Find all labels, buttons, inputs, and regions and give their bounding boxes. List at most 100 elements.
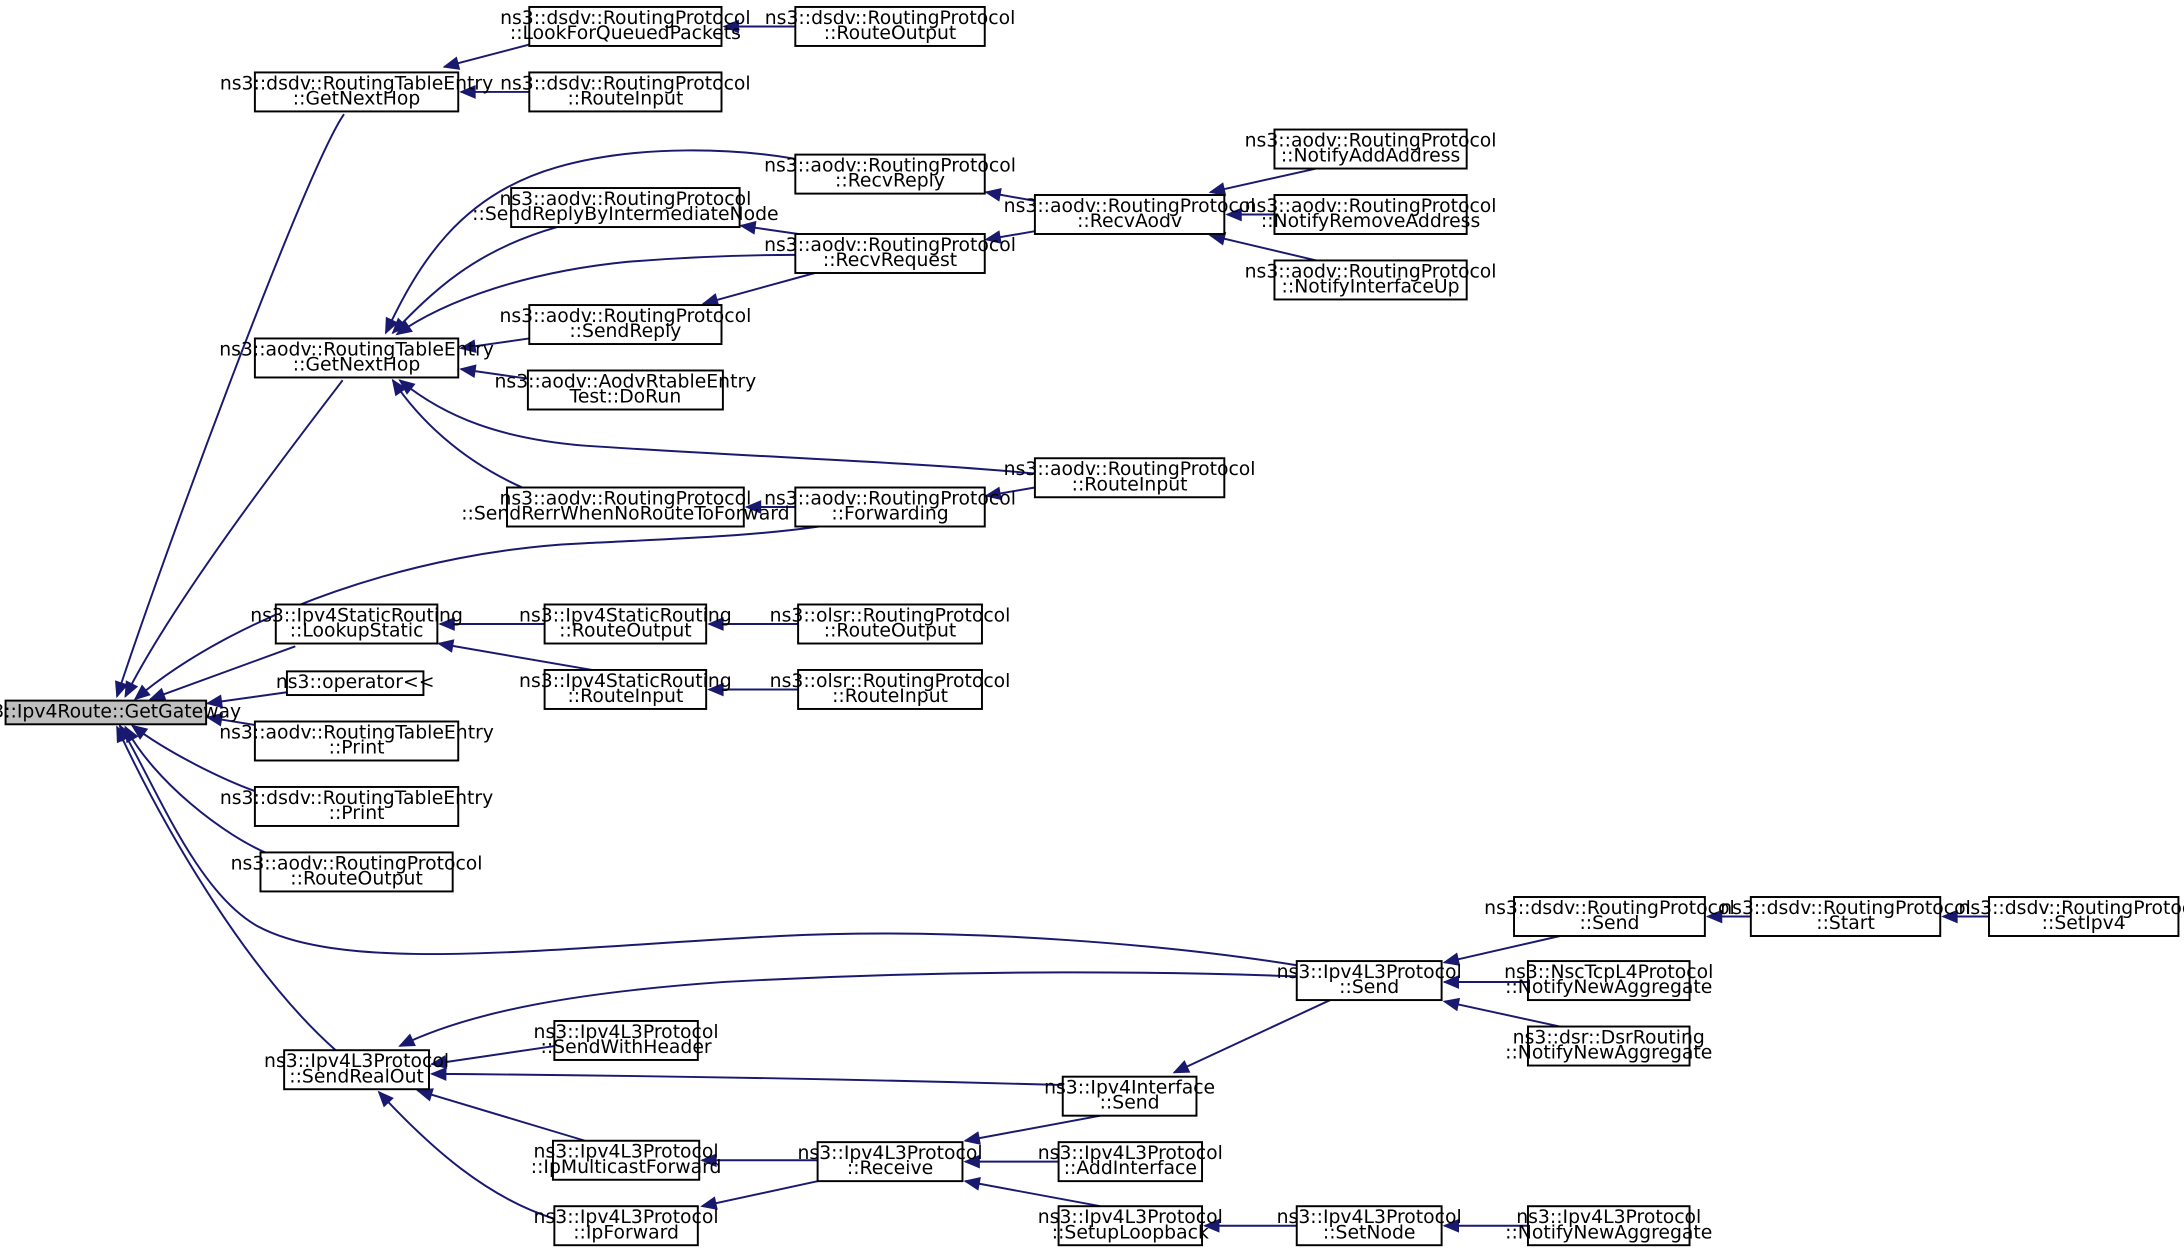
arrowhead bbox=[124, 680, 139, 699]
node-l3-setuploopback[interactable]: ns3::Ipv4L3Protocol::SetupLoopback bbox=[1038, 1205, 1223, 1247]
node-operator[interactable]: ns3::operator<< bbox=[276, 670, 435, 697]
node-dsdv-rte-print[interactable]: ns3::dsdv::RoutingTableEntry::Print bbox=[220, 785, 493, 827]
node-l3-setnode[interactable]: ns3::Ipv4L3Protocol::SetNode bbox=[1277, 1205, 1462, 1247]
node-label: ns3::Ipv4L3Protocol bbox=[797, 1143, 982, 1164]
arrowhead bbox=[395, 320, 413, 336]
node-label: ns3::Ipv4Route::GetGateway bbox=[0, 701, 241, 722]
node-aodv-forwarding[interactable]: ns3::aodv::RoutingProtocol::Forwarding bbox=[764, 486, 1016, 528]
node-label: ns3::dsdv::RoutingProtocol bbox=[1720, 898, 1971, 919]
node-olsr-routeinput[interactable]: ns3::olsr::RoutingProtocol::RouteInput bbox=[770, 668, 1011, 710]
node-label: ::RouteInput bbox=[567, 686, 683, 707]
node-box bbox=[1295, 1205, 1443, 1247]
node-dsdv-rte-gnh[interactable]: ns3::dsdv::RoutingTableEntry::GetNextHop bbox=[220, 71, 493, 113]
node-aodv-sendreply[interactable]: ns3::aodv::RoutingProtocol::SendReply bbox=[499, 304, 751, 346]
node-aodv-sendreplybyint[interactable]: ns3::aodv::RoutingProtocol::SendReplyByI… bbox=[472, 187, 779, 229]
arrowhead bbox=[130, 724, 149, 740]
node-l3-sendwithheader[interactable]: ns3::Ipv4L3Protocol::SendWithHeader bbox=[534, 1019, 719, 1061]
node-label: ::NotifyNewAggregate bbox=[1505, 1043, 1712, 1064]
edge-static_routeoutput-to-olsr_routeoutput bbox=[707, 617, 799, 631]
node-label: ns3::dsdv::RoutingProtocol bbox=[500, 73, 751, 94]
node-iface-send[interactable]: ns3::Ipv4Interface::Send bbox=[1044, 1075, 1215, 1117]
edge-line bbox=[396, 253, 796, 336]
node-label: ns3::aodv::RoutingTableEntry bbox=[219, 339, 494, 360]
node-label: ::NotifyInterfaceUp bbox=[1282, 276, 1460, 297]
node-box bbox=[794, 486, 986, 528]
edge-line bbox=[1444, 935, 1561, 964]
edge-line bbox=[417, 1089, 586, 1142]
node-label: ns3::NscTcpL4Protocol bbox=[1504, 962, 1713, 983]
node-box bbox=[1295, 960, 1443, 1002]
node-aodv-notifyup[interactable]: ns3::aodv::RoutingProtocol::NotifyInterf… bbox=[1245, 259, 1497, 301]
node-aodv-rp-routeoutput[interactable]: ns3::aodv::RoutingProtocol::RouteOutput bbox=[231, 851, 483, 893]
edge-l3_receive-to-l3_setuploopback bbox=[963, 1177, 1101, 1208]
node-box bbox=[1057, 1205, 1204, 1247]
node-aodv-recvaodv[interactable]: ns3::aodv::RoutingProtocol::RecvAodv bbox=[1004, 194, 1256, 235]
edge-aodv_recvaodv-to-aodv_notifyup bbox=[1208, 232, 1317, 262]
node-label: ns3::aodv::RoutingProtocol bbox=[1245, 196, 1497, 217]
edge-line bbox=[124, 379, 344, 697]
node-olsr-routeoutput[interactable]: ns3::olsr::RoutingProtocol::RouteOutput bbox=[770, 603, 1011, 645]
node-label: ns3::Ipv4L3Protocol bbox=[534, 1022, 719, 1043]
node-aodv-rte-gnh[interactable]: ns3::aodv::RoutingTableEntry::GetNextHop bbox=[219, 337, 494, 379]
node-label: ns3::olsr::RoutingProtocol bbox=[770, 671, 1011, 692]
node-label: ns3::aodv::RoutingProtocol bbox=[1004, 196, 1256, 217]
node-root[interactable]: ns3::Ipv4Route::GetGateway bbox=[0, 699, 241, 726]
edge-aodv_sendreply-to-aodv_recvrequest bbox=[701, 272, 816, 307]
node-dsdv-send[interactable]: ns3::dsdv::RoutingProtocol::Send bbox=[1484, 896, 1735, 937]
arrowhead bbox=[739, 220, 757, 235]
edge-l3_sendrealout-to-l3_send bbox=[398, 971, 1297, 1047]
node-aodv-routeinput[interactable]: ns3::aodv::RoutingProtocol::RouteInput bbox=[1004, 457, 1256, 499]
node-label: ::NotifyAddAddress bbox=[1281, 146, 1460, 167]
node-l3-addinterface[interactable]: ns3::Ipv4L3Protocol::AddInterface bbox=[1038, 1141, 1223, 1183]
node-dsdv-setipv4[interactable]: ns3::dsdv::RoutingProtocol::SetIpv4 bbox=[1958, 896, 2184, 937]
node-static-routeoutput[interactable]: ns3::Ipv4StaticRouting::RouteOutput bbox=[519, 603, 732, 645]
node-dsdv-routeinput[interactable]: ns3::dsdv::RoutingProtocol::RouteInput bbox=[500, 71, 751, 113]
node-aodv-recvrequest[interactable]: ns3::aodv::RoutingProtocol::RecvRequest bbox=[764, 233, 1016, 274]
node-dsdv-start[interactable]: ns3::dsdv::RoutingProtocol::Start bbox=[1720, 896, 1971, 937]
edge-dsdv_rte_gnh-to-dsdv_routeinput bbox=[459, 85, 530, 99]
node-dsdv-routeoutput[interactable]: ns3::dsdv::RoutingProtocol::RouteOutput bbox=[765, 5, 1016, 47]
node-l3-notifynewagg[interactable]: ns3::Ipv4L3Protocol::NotifyNewAggregate bbox=[1505, 1205, 1712, 1247]
node-box bbox=[285, 670, 425, 697]
edge-aodv_rte_gnh-to-aodv_rtabletest bbox=[459, 364, 530, 380]
node-dsdv-lfqp[interactable]: ns3::dsdv::RoutingProtocol::LookForQueue… bbox=[500, 5, 751, 47]
arrowhead bbox=[459, 339, 477, 353]
arrowhead bbox=[459, 85, 476, 99]
edge-l3_setuploopback-to-l3_setnode bbox=[1203, 1218, 1297, 1233]
node-static-lookup[interactable]: ns3::Ipv4StaticRouting::LookupStatic bbox=[250, 603, 463, 645]
edge-l3_send-to-dsdv_send bbox=[1442, 935, 1561, 966]
node-l3-send[interactable]: ns3::Ipv4L3Protocol::Send bbox=[1277, 960, 1462, 1002]
node-l3-ipmulticastforward[interactable]: ns3::Ipv4L3Protocol::IpMulticastForward bbox=[531, 1139, 722, 1181]
node-l3-ipforward[interactable]: ns3::Ipv4L3Protocol::IpForward bbox=[534, 1205, 719, 1247]
arrowhead bbox=[430, 1055, 448, 1069]
edge-line bbox=[116, 726, 337, 1051]
node-label: ns3::dsdv::RoutingTableEntry bbox=[220, 788, 493, 809]
node-aodv-recvreply[interactable]: ns3::aodv::RoutingProtocol::RecvReply bbox=[764, 153, 1016, 195]
edge-root-to-aodv_rte_gnh bbox=[124, 379, 344, 699]
node-static-routeinput[interactable]: ns3::Ipv4StaticRouting::RouteInput bbox=[519, 668, 732, 710]
edge-aodv_recvaodv-to-aodv_notifyremove bbox=[1225, 207, 1275, 222]
node-label: ::RecvReply bbox=[835, 171, 945, 192]
node-label: ::SendRealOut bbox=[289, 1066, 424, 1087]
arrowhead bbox=[205, 712, 224, 727]
node-label: ::NotifyNewAggregate bbox=[1505, 1222, 1712, 1243]
node-box bbox=[1749, 896, 1942, 937]
node-dsr-notifynewagg[interactable]: ns3::dsr::DsrRouting::NotifyNewAggregate bbox=[1505, 1025, 1712, 1067]
node-label: ns3::aodv::RoutingProtocol bbox=[764, 235, 1016, 256]
node-label: ::AddInterface bbox=[1064, 1158, 1197, 1179]
arrowhead bbox=[1208, 182, 1227, 196]
node-l3-receive[interactable]: ns3::Ipv4L3Protocol::Receive bbox=[797, 1141, 983, 1183]
node-label: ::Send bbox=[1579, 913, 1639, 934]
node-aodv-sendrerr[interactable]: ns3::aodv::RoutingProtocol::SendRerrWhen… bbox=[461, 486, 790, 528]
node-label: ns3::aodv::RoutingProtocol bbox=[1245, 261, 1497, 282]
node-label: ::RouteInput bbox=[832, 686, 948, 707]
node-nsc-notifynewagg[interactable]: ns3::NscTcpL4Protocol::NotifyNewAggregat… bbox=[1504, 960, 1713, 1002]
node-aodv-rte-print[interactable]: ns3::aodv::RoutingTableEntry::Print bbox=[219, 720, 494, 762]
node-aodv-notifyadd[interactable]: ns3::aodv::RoutingProtocol::NotifyAddAdd… bbox=[1245, 128, 1497, 170]
arrowhead bbox=[984, 486, 1002, 501]
node-aodv-notifyremove[interactable]: ns3::aodv::RoutingProtocol::NotifyRemove… bbox=[1245, 194, 1497, 235]
node-l3-sendrealout[interactable]: ns3::Ipv4L3Protocol::SendRealOut bbox=[264, 1049, 449, 1091]
node-box bbox=[1526, 1205, 1691, 1247]
